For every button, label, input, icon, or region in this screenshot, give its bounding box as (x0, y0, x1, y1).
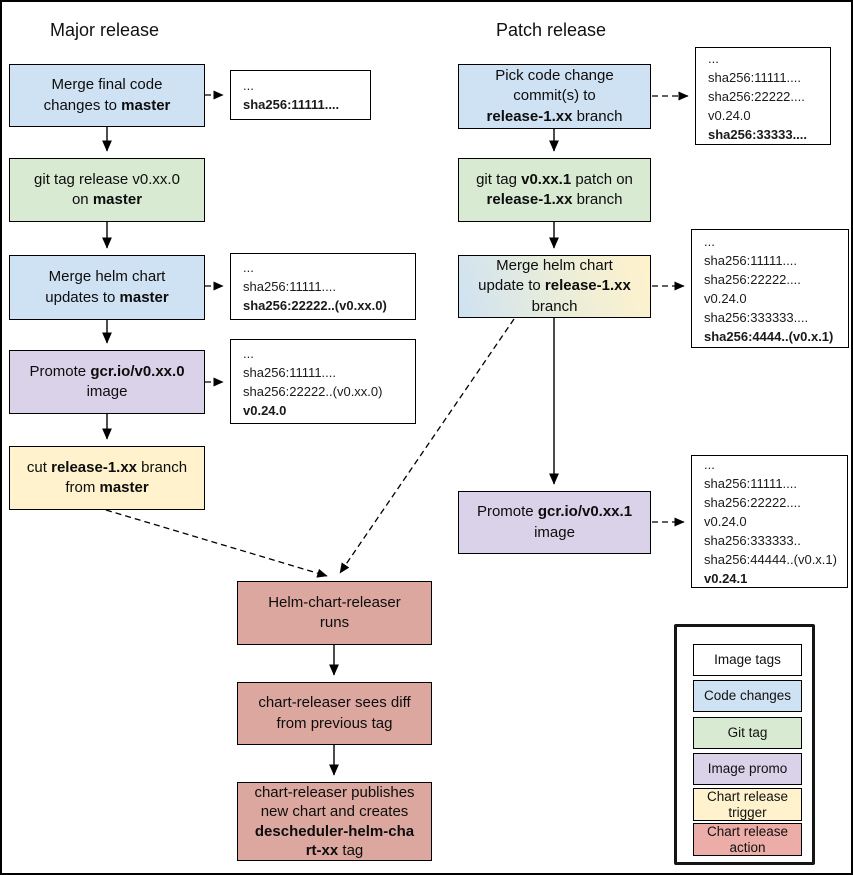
image-tags-box-major-1: ...sha256:11111.... (230, 70, 371, 120)
legend: Image tags Code changes Git tag Image pr… (674, 624, 815, 865)
legend-item-chart-release-action: Chart release action (693, 823, 802, 856)
image-tags-box-patch-1: ...sha256:11111....sha256:22222....v0.24… (695, 47, 831, 145)
major-release-title: Major release (50, 20, 160, 40)
image-tags-box-major-2: ...sha256:11111....sha256:22222..(v0.xx.… (230, 253, 416, 320)
legend-item-image-tags: Image tags (693, 644, 802, 676)
legend-item-image-promo: Image promo (693, 753, 802, 785)
legend-item-git-tag: Git tag (693, 717, 802, 749)
legend-item-chart-release-trigger: Chart release trigger (693, 788, 802, 821)
dashed-arrow-cut-branch-to-releaser (105, 509, 328, 578)
image-tags-box-patch-2: ...sha256:11111....sha256:22222....v0.24… (691, 229, 849, 348)
legend-item-code-changes: Code changes (693, 680, 802, 712)
image-tags-box-major-3: ...sha256:11111....sha256:22222..(v0.xx.… (230, 339, 416, 424)
image-tags-box-patch-3: ...sha256:11111....sha256:22222....v0.24… (691, 455, 848, 588)
patch-release-title: Patch release (496, 20, 607, 40)
